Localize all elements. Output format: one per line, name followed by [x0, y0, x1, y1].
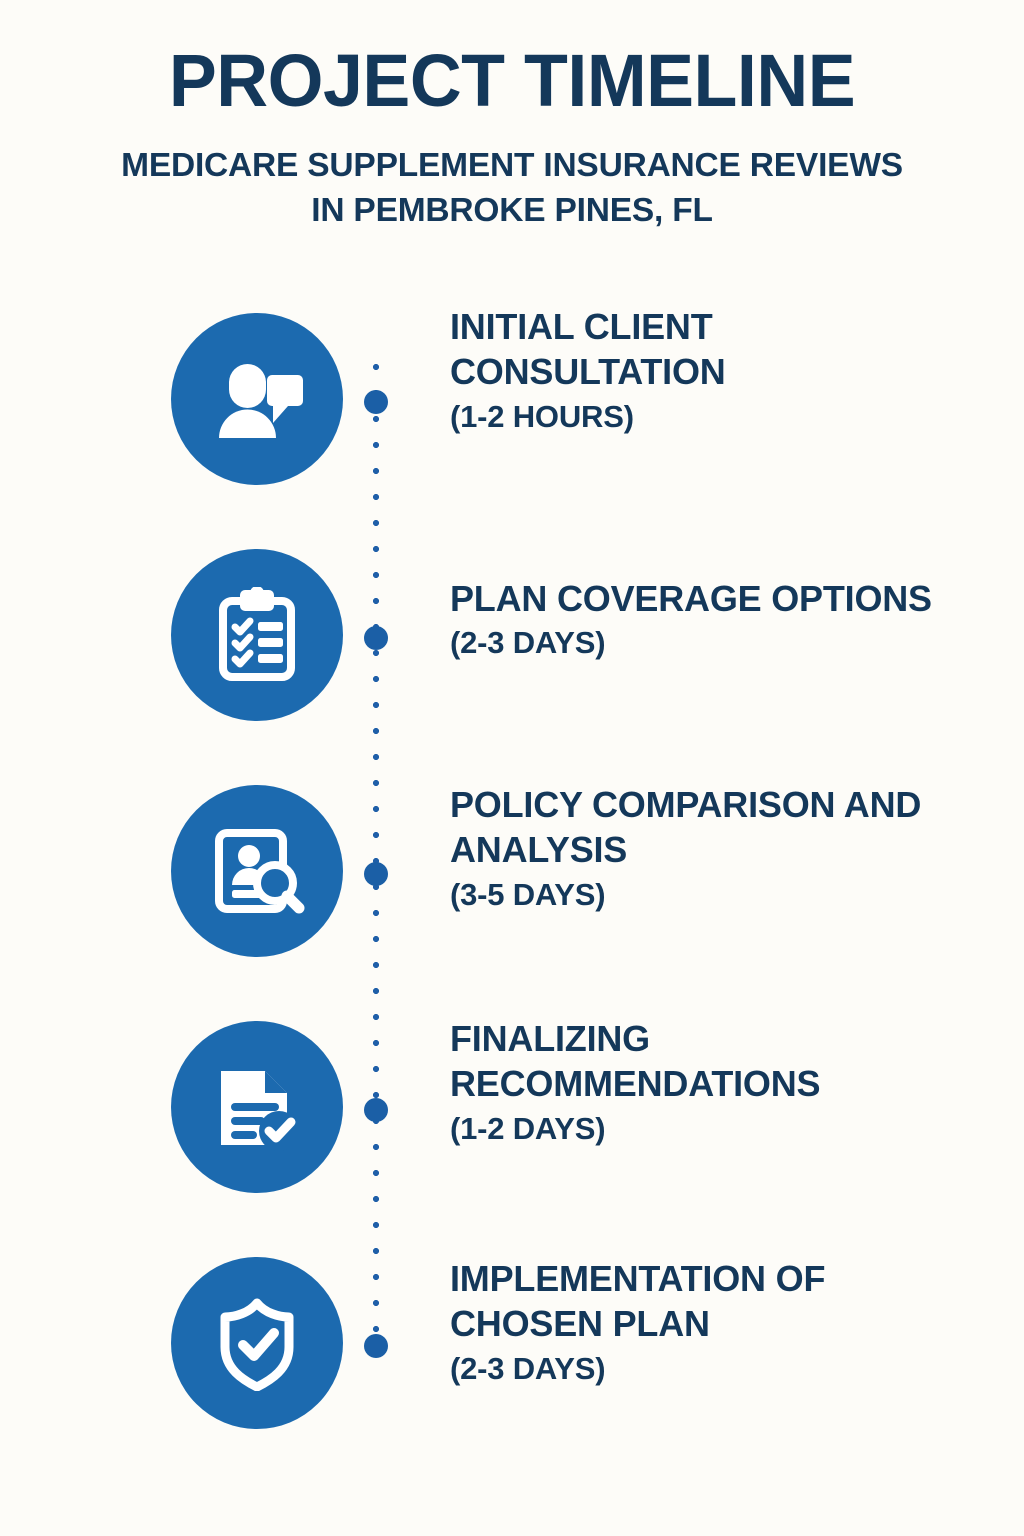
timeline: INITIAL CLIENT CONSULTATION (1-2 HOURS) — [0, 292, 1024, 1452]
step-duration: (1-2 HOURS) — [450, 398, 634, 434]
page-title: PROJECT TIMELINE — [168, 39, 856, 122]
document-search-icon — [209, 823, 305, 919]
step-copy: POLICY COMPARISON AND ANALYSIS (3-5 DAYS… — [450, 782, 950, 913]
step-duration: (2-3 DAYS) — [450, 1350, 606, 1386]
step-icon-badge — [171, 785, 343, 957]
step-title: FINALIZING RECOMMENDATIONS — [450, 1018, 821, 1105]
step-title: INITIAL CLIENT CONSULTATION — [450, 306, 726, 393]
page-subtitle: MEDICARE SUPPLEMENT INSURANCE REVIEWS IN… — [0, 144, 1024, 233]
timeline-node — [364, 1334, 388, 1358]
step-copy: IMPLEMENTATION OF CHOSEN PLAN (2-3 DAYS) — [450, 1256, 950, 1387]
step-duration: (1-2 DAYS) — [450, 1110, 606, 1146]
subtitle-line-1: MEDICARE SUPPLEMENT INSURANCE REVIEWS — [121, 147, 903, 184]
timeline-node — [364, 390, 388, 414]
timeline-step: INITIAL CLIENT CONSULTATION (1-2 HOURS) — [0, 292, 1024, 528]
step-duration: (2-3 DAYS) — [450, 625, 606, 661]
timeline-node — [364, 626, 388, 650]
step-copy: FINALIZING RECOMMENDATIONS (1-2 DAYS) — [450, 1016, 950, 1147]
subtitle-line-2: IN PEMBROKE PINES, FL — [311, 191, 713, 229]
timeline-node — [364, 862, 388, 886]
timeline-step: IMPLEMENTATION OF CHOSEN PLAN (2-3 DAYS) — [0, 1236, 1024, 1472]
step-icon-badge — [171, 313, 343, 485]
step-copy: INITIAL CLIENT CONSULTATION (1-2 HOURS) — [450, 304, 950, 435]
timeline-step: POLICY COMPARISON AND ANALYSIS (3-5 DAYS… — [0, 764, 1024, 1000]
timeline-step: PLAN COVERAGE OPTIONS (2-3 DAYS) — [0, 528, 1024, 764]
shield-check-icon — [209, 1295, 305, 1391]
timeline-step: FINALIZING RECOMMENDATIONS (1-2 DAYS) — [0, 1000, 1024, 1236]
document-check-icon — [209, 1059, 305, 1155]
step-icon-badge — [171, 549, 343, 721]
step-icon-badge — [171, 1021, 343, 1193]
clipboard-checklist-icon — [209, 587, 305, 683]
step-duration: (3-5 DAYS) — [450, 876, 606, 912]
person-chat-icon — [209, 351, 305, 447]
timeline-dotted-connector — [371, 354, 381, 1354]
header: PROJECT TIMELINE MEDICARE SUPPLEMENT INS… — [0, 0, 1024, 233]
step-copy: PLAN COVERAGE OPTIONS (2-3 DAYS) — [450, 576, 950, 662]
timeline-node — [364, 1098, 388, 1122]
step-title: POLICY COMPARISON AND ANALYSIS — [450, 784, 922, 871]
step-title: PLAN COVERAGE OPTIONS — [450, 578, 932, 619]
step-icon-badge — [171, 1257, 343, 1429]
step-title: IMPLEMENTATION OF CHOSEN PLAN — [450, 1258, 826, 1345]
